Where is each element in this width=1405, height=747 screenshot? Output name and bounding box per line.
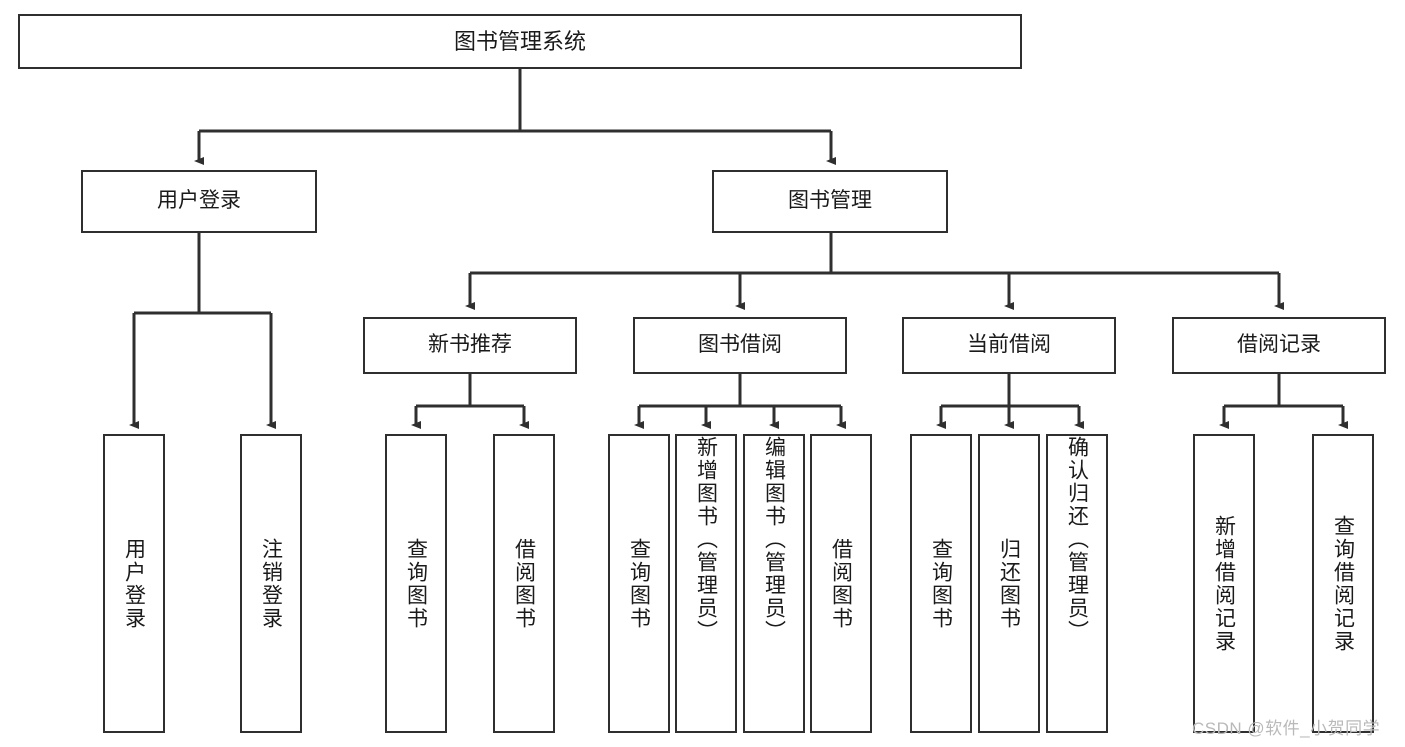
node-label: 借阅图书 bbox=[512, 537, 536, 630]
leaf-logout[interactable]: 注销登录 bbox=[240, 434, 302, 733]
watermark: CSDN @软件_小贺同学 bbox=[1192, 719, 1381, 738]
node-user-login[interactable]: 用户登录 bbox=[81, 170, 317, 233]
leaf-query-book-recommend[interactable]: 查询图书 bbox=[385, 434, 447, 733]
node-borrow-record[interactable]: 借阅记录 bbox=[1172, 317, 1386, 374]
node-label: 查询图书 bbox=[929, 537, 953, 630]
node-label: 用户登录 bbox=[122, 537, 146, 630]
leaf-return-book[interactable]: 归还图书 bbox=[978, 434, 1040, 733]
node-label: 借阅记录 bbox=[1237, 333, 1321, 357]
node-label: 查询图书 bbox=[627, 537, 651, 630]
node-label: 用户登录 bbox=[157, 189, 241, 213]
leaf-query-borrow-record[interactable]: 查询借阅记录 bbox=[1312, 434, 1374, 733]
node-label: 新增图书（管理员） bbox=[694, 436, 718, 643]
leaf-query-book-borrow[interactable]: 查询图书 bbox=[608, 434, 670, 733]
leaf-query-book-current[interactable]: 查询图书 bbox=[910, 434, 972, 733]
node-label: 当前借阅 bbox=[967, 333, 1051, 357]
leaf-user-login[interactable]: 用户登录 bbox=[103, 434, 165, 733]
node-label: 编辑图书（管理员） bbox=[762, 436, 786, 643]
node-label: 新增借阅记录 bbox=[1212, 514, 1236, 653]
node-label: 确认归还（管理员） bbox=[1065, 436, 1089, 643]
node-label: 注销登录 bbox=[259, 537, 283, 630]
node-label: 图书管理系统 bbox=[453, 28, 586, 54]
leaf-borrow-book[interactable]: 借阅图书 bbox=[810, 434, 872, 733]
leaf-add-book-admin[interactable]: 新增图书（管理员） bbox=[675, 434, 737, 733]
node-label: 查询借阅记录 bbox=[1331, 514, 1355, 653]
node-new-book-recommend[interactable]: 新书推荐 bbox=[363, 317, 577, 374]
node-label: 归还图书 bbox=[997, 537, 1021, 630]
node-root-library-management-system[interactable]: 图书管理系统 bbox=[18, 14, 1022, 69]
leaf-confirm-return-admin[interactable]: 确认归还（管理员） bbox=[1046, 434, 1108, 733]
node-label: 图书借阅 bbox=[698, 333, 782, 357]
node-label: 查询图书 bbox=[404, 537, 428, 630]
leaf-edit-book-admin[interactable]: 编辑图书（管理员） bbox=[743, 434, 805, 733]
node-current-borrow[interactable]: 当前借阅 bbox=[902, 317, 1116, 374]
leaf-borrow-book-recommend[interactable]: 借阅图书 bbox=[493, 434, 555, 733]
leaf-add-borrow-record[interactable]: 新增借阅记录 bbox=[1193, 434, 1255, 733]
node-label: 新书推荐 bbox=[428, 333, 512, 357]
node-label: 借阅图书 bbox=[829, 537, 853, 630]
node-label: 图书管理 bbox=[788, 189, 872, 213]
node-book-management[interactable]: 图书管理 bbox=[712, 170, 948, 233]
node-book-borrow[interactable]: 图书借阅 bbox=[633, 317, 847, 374]
